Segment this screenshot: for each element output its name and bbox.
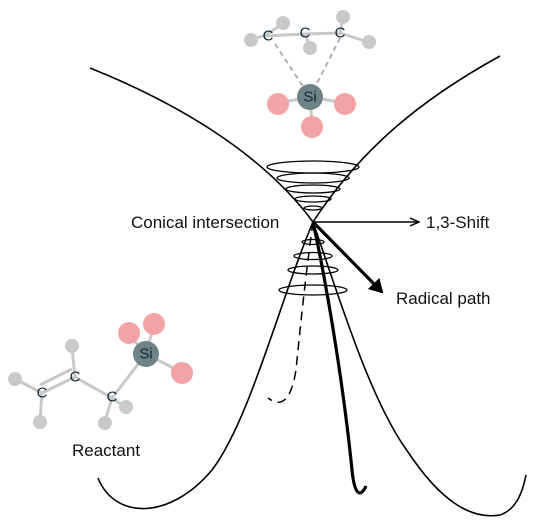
hydrogen-atom bbox=[244, 33, 258, 47]
hydrogen-atom bbox=[65, 339, 79, 353]
conical-intersection-label: Conical intersection bbox=[131, 213, 279, 232]
carbon-atom-label: C bbox=[300, 25, 311, 42]
reactant-molecule: C C C Si bbox=[8, 313, 193, 430]
substituent-atom bbox=[118, 322, 140, 344]
hydrogen-atom bbox=[276, 16, 290, 30]
carbon-atom-label: C bbox=[37, 385, 48, 402]
shift-label: 1,3-Shift bbox=[426, 213, 490, 232]
upper-surface-right bbox=[312, 55, 501, 223]
thick-decay-path bbox=[311, 221, 368, 495]
upper-cone-rings bbox=[266, 160, 360, 211]
silicon-atom bbox=[297, 84, 323, 110]
lower-cone-rings bbox=[278, 238, 348, 296]
substituent-atom bbox=[267, 93, 289, 115]
hydrogen-atom bbox=[98, 416, 112, 430]
substituent-atom bbox=[334, 93, 356, 115]
carbon-atom-label: C bbox=[263, 28, 274, 45]
hydrogen-atom bbox=[303, 41, 317, 55]
silicon-atom bbox=[133, 341, 159, 367]
substituent-atom bbox=[143, 313, 165, 335]
radical-path-arrow bbox=[311, 220, 384, 294]
hydrogen-atom bbox=[362, 35, 376, 49]
carbon-atom-label: C bbox=[335, 25, 346, 42]
hydrogen-atom bbox=[336, 10, 350, 24]
substituent-atom bbox=[301, 116, 323, 138]
lower-surface bbox=[97, 219, 527, 517]
reactant-label: Reactant bbox=[72, 441, 140, 460]
dashed-reaction-path bbox=[267, 221, 314, 403]
silicon-atom-label: Si bbox=[303, 89, 316, 106]
top-molecule: C C C Si bbox=[244, 10, 376, 138]
substituent-atom bbox=[171, 362, 193, 384]
carbon-atom-label: C bbox=[70, 369, 81, 386]
silicon-atom-label: Si bbox=[139, 346, 152, 363]
radical-path-label: Radical path bbox=[396, 289, 491, 308]
carbon-atom-label: C bbox=[107, 389, 118, 406]
hydrogen-atom bbox=[8, 372, 22, 386]
upper-surface-left bbox=[89, 67, 314, 223]
hydrogen-atom bbox=[119, 400, 133, 414]
hydrogen-atom bbox=[33, 415, 47, 429]
